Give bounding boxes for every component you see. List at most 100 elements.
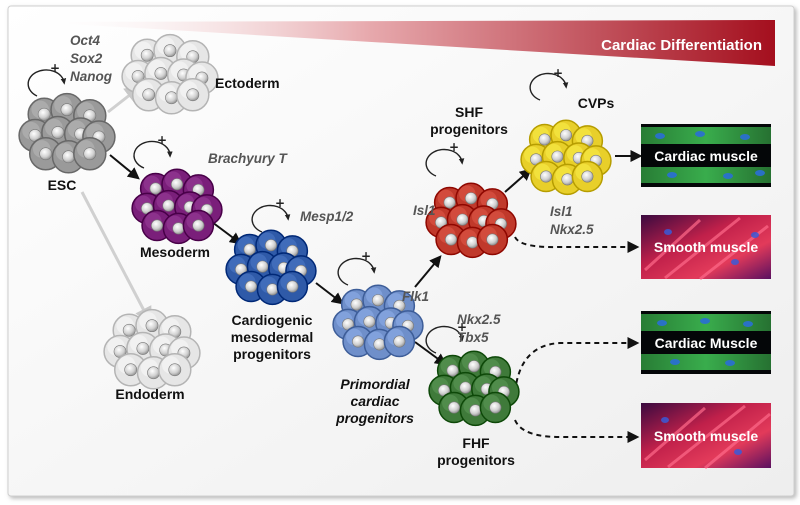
arrow-mesoderm-cardiogenic xyxy=(211,221,242,245)
marker-nkx25-cvp: Nkx2.5 xyxy=(550,222,594,237)
cell-nucleus xyxy=(443,196,456,209)
panel-cardiac-muscle-top: Cardiac muscle xyxy=(641,124,771,187)
label-fhf-1: FHF xyxy=(462,435,490,451)
cell-nucleus xyxy=(140,48,154,62)
label-cardiac-muscle-bottom: Cardiac Muscle xyxy=(655,335,758,351)
marker-isl1: Isl1 xyxy=(413,203,436,218)
cardiogenic-cluster xyxy=(225,229,317,306)
arrow-primordial-fhf xyxy=(414,341,447,366)
cell-nucleus xyxy=(147,366,160,380)
cell-nucleus xyxy=(165,91,178,105)
arrow-fhf-smooth-muscle xyxy=(514,419,640,443)
cell-nucleus xyxy=(162,199,175,212)
cell-nucleus xyxy=(122,323,136,337)
cell-nucleus xyxy=(371,294,384,307)
mesoderm-cluster xyxy=(131,168,223,245)
fhf-cluster xyxy=(428,350,520,427)
self-renewal-loops: + + + + + + + xyxy=(27,61,569,354)
ectoderm-cluster xyxy=(121,33,219,115)
cell-nucleus xyxy=(62,150,75,164)
label-primordial-3: progenitors xyxy=(335,410,414,426)
marker-flk1: Flk1 xyxy=(402,289,429,304)
cell-nucleus xyxy=(469,404,482,417)
cell-nucleus xyxy=(145,319,159,333)
panel-smooth-muscle-top: Smooth muscle xyxy=(641,215,771,281)
self-renewal-shf: + xyxy=(425,140,465,177)
cell-nucleus xyxy=(467,360,480,373)
cvps-cluster xyxy=(520,119,612,196)
self-renewal-cvps: + xyxy=(529,66,569,101)
cell-nucleus xyxy=(581,170,594,183)
self-renewal-mesoderm: + xyxy=(133,133,173,169)
label-shf-1: SHF xyxy=(455,104,483,120)
marker-brachyury: Brachyury T xyxy=(208,151,289,166)
cell-nucleus xyxy=(352,335,365,348)
primordial-cluster xyxy=(332,284,424,361)
cell-nucleus xyxy=(350,298,363,311)
cell-nucleus xyxy=(142,88,156,102)
marker-isl1-cvp: Isl1 xyxy=(550,204,573,219)
label-primordial-2: cardiac xyxy=(350,393,399,409)
label-mesoderm: Mesoderm xyxy=(140,244,210,260)
cell-nucleus xyxy=(39,147,53,161)
cell-nucleus xyxy=(464,192,477,205)
cell-nucleus xyxy=(171,178,184,191)
cell-nucleus xyxy=(459,381,472,394)
svg-text:+: + xyxy=(457,320,467,334)
cell-nucleus xyxy=(192,219,205,232)
cell-nucleus xyxy=(60,103,74,117)
cell-nucleus xyxy=(264,239,277,252)
cell-nucleus xyxy=(286,280,299,293)
cell-nucleus xyxy=(489,401,502,414)
label-fhf-2: progenitors xyxy=(437,452,515,468)
cell-nucleus xyxy=(446,364,459,377)
cell-nucleus xyxy=(448,401,461,414)
cell-nucleus xyxy=(256,260,269,273)
arrow-esc-endoderm xyxy=(80,191,152,326)
cell-nucleus xyxy=(37,107,51,121)
cell-nucleus xyxy=(163,44,177,58)
cell-nucleus xyxy=(151,219,164,232)
gene-nanog: Nanog xyxy=(70,69,113,84)
cell-nucleus xyxy=(373,338,386,351)
cell-clusters xyxy=(18,33,612,427)
panel-smooth-muscle-bottom: Smooth muscle xyxy=(641,403,771,470)
svg-text:+: + xyxy=(275,196,285,210)
endoderm-cluster xyxy=(103,308,201,390)
label-smooth-muscle-top: Smooth muscle xyxy=(654,239,758,255)
shf-cluster xyxy=(425,182,517,259)
arrow-fhf-cardiac-muscle xyxy=(514,337,640,393)
cell-nucleus xyxy=(51,126,65,139)
svg-text:+: + xyxy=(157,133,167,147)
banner-label: Cardiac Differentiation xyxy=(601,37,762,54)
background-panel xyxy=(7,5,795,497)
cell-nucleus xyxy=(466,236,479,249)
arrow-cardiogenic-primordial xyxy=(315,282,344,305)
label-cardiogenic-2: mesodermal xyxy=(231,329,313,345)
gene-oct4: Oct4 xyxy=(70,33,101,48)
label-cvps: CVPs xyxy=(578,95,615,111)
label-smooth-muscle-bottom: Smooth muscle xyxy=(654,428,758,444)
label-endoderm: Endoderm xyxy=(115,386,184,402)
label-shf-2: progenitors xyxy=(430,121,508,137)
cell-nucleus xyxy=(538,133,551,146)
arrow-esc-mesoderm xyxy=(109,154,140,180)
cell-nucleus xyxy=(245,280,258,293)
cell-nucleus xyxy=(172,222,185,235)
cell-nucleus xyxy=(154,67,168,80)
cell-nucleus xyxy=(124,363,138,377)
label-primordial-1: Primordial xyxy=(340,376,410,392)
cell-nucleus xyxy=(486,233,499,246)
panel-cardiac-muscle-bottom: Cardiac Muscle xyxy=(641,311,771,374)
self-renewal-esc: + xyxy=(27,61,67,97)
marker-tbx5-fhf: Tbx5 xyxy=(457,330,489,345)
label-ectoderm: Ectoderm xyxy=(215,75,280,91)
cell-nucleus xyxy=(551,150,564,163)
self-renewal-fhf: + xyxy=(425,320,467,354)
cell-nucleus xyxy=(456,213,469,226)
cell-nucleus xyxy=(393,335,406,348)
cell-nucleus xyxy=(445,233,458,246)
arrow-shf-cvps xyxy=(504,168,532,193)
gene-sox2: Sox2 xyxy=(70,51,103,66)
